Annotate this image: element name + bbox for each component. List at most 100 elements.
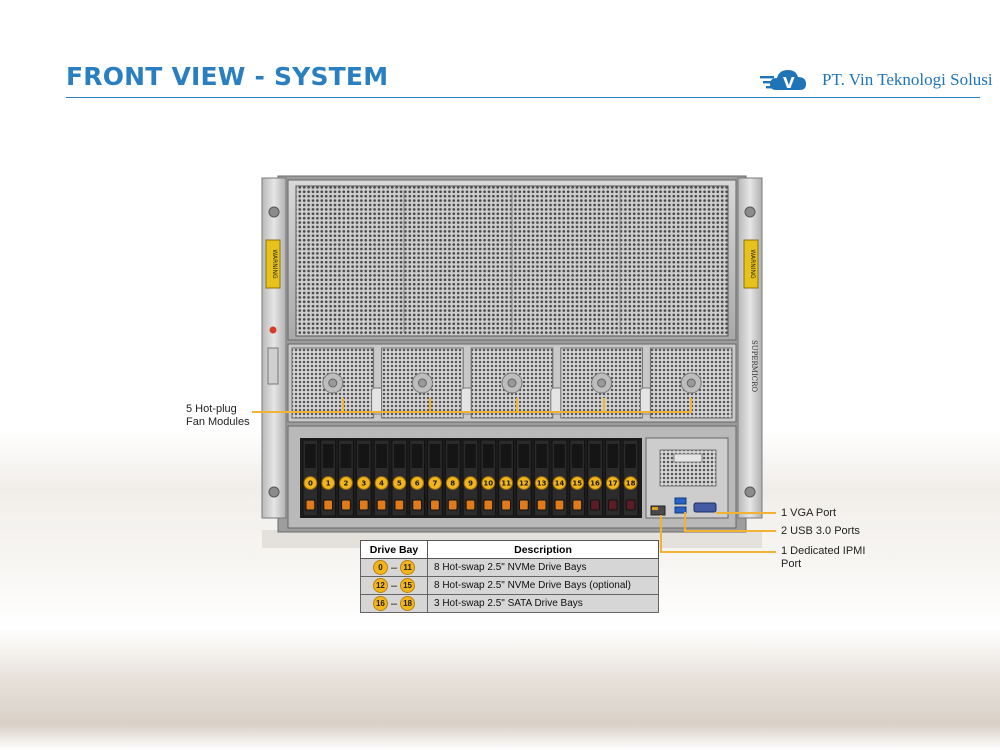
drive-number: 7 [432,480,437,488]
drive-number-badge [321,476,336,490]
fan-callout-drop-5 [690,398,692,412]
vga-port [693,502,717,513]
drive-number-badge [463,476,478,490]
drive-bay-header: Drive Bay [360,540,428,559]
drive-sled: 7 [427,439,443,517]
drive-release-tab [430,499,440,511]
bay-range: 0–11 [360,558,428,577]
drive-number-badge [623,476,638,490]
fan-module [560,347,643,419]
ipmi-port [650,505,666,516]
drive-number-badge [303,476,318,490]
right-ear-screw-bottom [744,486,756,498]
drive-number-badge [374,476,389,490]
bay-description: 3 Hot-swap 2.5" SATA Drive Bays [427,594,659,613]
usb-ports-label: 2 USB 3.0 Ports [781,525,860,537]
fan-module [470,347,554,419]
drive-number: 18 [626,480,636,488]
drive-release-tab [536,499,547,511]
svg-text:WARNING: WARNING [749,249,756,279]
drive-sled: 12 [515,439,532,517]
drive-sled: 0 [302,439,319,517]
drive-sled: 17 [604,439,621,517]
drive-release-tab [590,499,600,511]
ipmi-callout-drop [660,515,662,552]
drive-number-badge [445,476,460,490]
company-logo: V [760,70,806,92]
drive-number-badge [339,476,353,490]
drive-sled: 2 [338,439,354,517]
ipmi-callout-line [660,551,776,553]
bay-badge-to: 15 [400,578,416,593]
drive-number-badge [499,476,513,490]
description-header: Description [427,540,659,559]
logo-letter: V [783,74,795,92]
table-row: 12–15 8 Hot-swap 2.5" NVMe Drive Bays (o… [360,576,659,595]
drive-sled: 15 [569,439,586,517]
drive-sled: 4 [373,439,390,517]
fan-callout-drop-3 [516,398,518,412]
bay-badge-to: 18 [400,596,416,611]
drive-number: 11 [501,480,511,488]
vga-port-label: 1 VGA Port [781,507,837,519]
drive-release-tab [412,499,423,511]
drive-number: 8 [450,480,455,488]
drive-release-tab [554,499,565,511]
company-name: PT. Vin Teknologi Solusi [822,70,993,89]
drive-release-tab [518,499,529,511]
bay-description: 8 Hot-swap 2.5" NVMe Drive Bays [427,558,659,577]
drive-sled: 3 [355,439,372,517]
fan-callout-drop-1 [342,398,344,412]
drive-number: 10 [483,480,493,488]
bay-range: 16–18 [360,594,428,613]
drive-sled: 16 [587,439,603,517]
drive-number: 6 [415,480,420,488]
drive-release-tab [447,499,458,511]
drive-sled: 13 [533,439,550,517]
fan-module [381,347,464,419]
brand-label: SUPERMICRO [750,340,758,392]
drive-number-badge [516,476,531,490]
drive-number: 15 [572,480,582,488]
io-vent [659,449,717,487]
drive-sled: 10 [480,439,497,517]
drive-release-tab [305,499,316,511]
drive-sled: 8 [444,439,461,517]
drive-release-tab [376,499,387,511]
bay-range: 12–15 [360,576,428,595]
left-ear-screw-bottom [268,486,280,498]
right-rack-ear [737,177,763,519]
drive-number-badge [356,476,371,490]
bay-badge-from: 16 [372,596,388,611]
drive-release-tab [625,499,636,511]
left-control-panel [267,347,279,385]
drive-number: 13 [537,480,547,488]
drive-sled: 18 [622,439,639,517]
usb-callout-line [684,530,776,532]
svg-text:WARNING: WARNING [271,249,278,279]
drive-number-badge [481,476,496,490]
drive-number: 9 [468,480,473,488]
fan-callout-drop-4 [603,398,605,412]
left-ear-screw-top [268,206,280,218]
table-row: 16–18 3 Hot-swap 2.5" SATA Drive Bays [360,594,659,613]
bay-badge-from: 12 [372,578,388,593]
drive-sled: 14 [551,439,568,517]
drive-release-tab [483,499,494,511]
bay-badge-to: 11 [400,560,416,575]
table-row: 0–11 8 Hot-swap 2.5" NVMe Drive Bays [360,558,659,577]
drive-release-tab [341,499,351,511]
drive-number: 12 [519,480,529,488]
power-led [269,326,277,334]
drive-bay-table: Drive Bay Description 0–11 8 Hot-swap 2.… [360,540,659,613]
drive-sled: 9 [462,439,479,517]
drive-release-tab [358,499,369,511]
bay-description: 8 Hot-swap 2.5" NVMe Drive Bays (optiona… [427,576,659,595]
vga-callout-line [716,512,776,514]
io-tab [673,453,703,463]
drive-number-badge [552,476,567,490]
usb-port-1 [674,497,687,505]
